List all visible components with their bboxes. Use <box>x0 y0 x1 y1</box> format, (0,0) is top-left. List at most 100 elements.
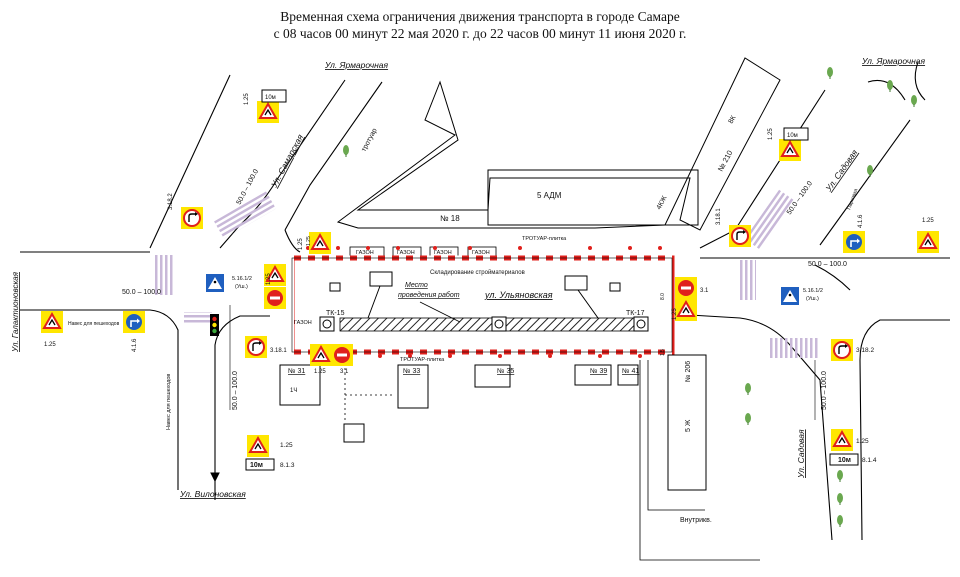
street-sadovaya-top: Ул. Садовая <box>823 147 860 194</box>
label-n18: № 18 <box>440 214 460 223</box>
warning-sign-icon <box>40 310 64 334</box>
sign-code: 1.25 <box>298 238 304 250</box>
distance-left-vertical: 50.0 – 100.0 <box>232 371 239 410</box>
crosswalks <box>155 189 820 358</box>
label-n39: № 39 <box>590 368 607 375</box>
no-entry-sign-icon <box>675 277 697 299</box>
pedestrian-crossing-icon <box>206 274 224 292</box>
sign-code: (Уш.) <box>235 284 248 290</box>
warning-sign-icon <box>674 298 698 322</box>
sign-code: 4.1.6 <box>132 338 138 352</box>
street-samarskaya: Ул. Самарская <box>268 132 305 190</box>
sign-code: 1.25 <box>44 342 56 348</box>
warning-sign-icon <box>309 343 333 367</box>
street-vnutrikv: Внутрикв. <box>680 517 712 524</box>
label-n35: № 35 <box>497 368 514 375</box>
dimension-label: 8.0 <box>660 293 666 300</box>
distance-sadovaya-bottom: 50.0 – 100.0 <box>821 371 828 410</box>
label-trotuar: тротуар <box>361 127 379 153</box>
label-trotuar-plitka-top: ТРОТУАР-плитка <box>522 236 567 242</box>
sign-code: (Уш.) <box>806 296 819 302</box>
warning-sign-icon <box>256 100 280 124</box>
sign-code: 3.18.2 <box>856 347 874 354</box>
sign-code: 1.25 <box>266 273 272 285</box>
buildings <box>279 57 781 491</box>
title-line-1: Временная схема ограничения движения тра… <box>280 9 680 24</box>
no-entry-sign-icon <box>331 344 353 366</box>
sign-plate-text: 10м <box>250 462 263 469</box>
label-tk17: ТК-17 <box>626 310 645 317</box>
title-line-2: с 08 часов 00 минут 22 мая 2020 г. до 22… <box>273 26 687 41</box>
sign-code: 4.1.6 <box>858 214 864 228</box>
sign-code: 1.25 <box>314 369 326 375</box>
traffic-light-icon <box>210 314 219 336</box>
sign-code: 1.25 <box>856 438 869 445</box>
label-1ch: 1Ч <box>290 388 297 394</box>
label-kdk: 4КЖ <box>656 194 669 211</box>
distance-left-road: 50.0 – 100.0 <box>122 289 161 296</box>
sign-code: 3.18.1 <box>270 348 287 354</box>
label-5zh: 5 Ж <box>685 419 692 432</box>
sign-code: 1.25 <box>922 218 934 224</box>
sign-code: 5.16.1/2 <box>803 288 823 294</box>
label-naves-vertical: Навес для пешеходов <box>166 374 172 430</box>
road-signs <box>40 89 940 471</box>
label-mesto: Место <box>405 282 428 289</box>
turn-sign-icon <box>244 335 268 359</box>
street-sadovaya-bottom: Ул. Садовая <box>796 429 806 479</box>
label-n206: № 206 <box>685 361 692 382</box>
label-gazon: ГАЗОН <box>294 320 312 326</box>
warning-sign-icon <box>308 231 332 255</box>
dimension-label: 1.5 <box>660 349 666 356</box>
sign-code: 1.25 <box>768 128 774 140</box>
pedestrian-crossing-icon <box>781 287 799 305</box>
sign-code: 5.16.1/2 <box>232 276 252 282</box>
warning-sign-icon <box>778 138 802 162</box>
sign-code: 8.1.4 <box>862 457 877 464</box>
street-yarmarochnaya-right: Ул. Ярмарочная <box>861 56 926 66</box>
sign-code: 1.25 <box>672 308 678 320</box>
label-n31: № 31 <box>288 368 305 375</box>
turn-sign-icon <box>830 338 854 362</box>
street-vilonovskaya: Ул. Вилоновская <box>179 489 246 499</box>
distance-right-road: 50.0 – 100.0 <box>808 261 847 268</box>
sign-code: 8.1.3 <box>280 462 295 469</box>
sign-plate-text: 10м <box>787 133 798 139</box>
sign-plate-text: 10м <box>838 457 851 464</box>
warning-sign-icon <box>916 230 940 254</box>
label-gazon: ГАЗОН <box>434 250 452 256</box>
sign-plate-text: 10м <box>265 95 276 101</box>
dimension-label: 1.25 <box>306 236 312 246</box>
label-parkovka: Парковка <box>846 188 859 211</box>
sign-code: 1.25 <box>244 93 250 105</box>
sign-code: 3.18.2 <box>168 193 174 210</box>
label-gazon: ГАЗОН <box>472 250 490 256</box>
turn-sign-icon <box>180 206 204 230</box>
street-ulyanovskaya: ул. Ульяновская <box>484 290 553 300</box>
sign-code: 3.1 <box>700 288 709 294</box>
work-zone <box>289 255 675 355</box>
street-yarmarochnaya-left: Ул. Ярмарочная <box>324 60 389 70</box>
map-title: Временная схема ограничения движения тра… <box>0 8 960 42</box>
label-n41: № 41 <box>622 368 639 375</box>
sign-code: 3.18.1 <box>716 208 722 225</box>
turn-sign-icon <box>728 224 752 248</box>
label-mesto-2: проведения работ <box>398 291 460 299</box>
street-galaktionovskaya: Ул. Галактионовская <box>11 271 20 353</box>
label-8k: 8К <box>728 114 738 125</box>
fence-line <box>344 368 395 422</box>
label-trotuar-plitka-bottom: ТРОТУАР-плитка <box>400 357 445 363</box>
warning-sign-icon <box>246 434 270 458</box>
label-gazon: ГАЗОН <box>356 250 374 256</box>
label-adm: 5 АДМ <box>537 191 562 200</box>
label-n33: № 33 <box>403 368 420 375</box>
no-entry-sign-icon <box>264 287 286 309</box>
sign-code: 3.1 <box>340 369 349 375</box>
label-gazon: ГАЗОН <box>397 250 415 256</box>
label-naves: Навес для пешеходов <box>68 321 120 327</box>
direction-arrows <box>210 305 816 483</box>
direction-sign-icon <box>122 310 146 334</box>
sign-code: 1.25 <box>280 442 293 449</box>
warning-sign-icon <box>830 428 854 452</box>
